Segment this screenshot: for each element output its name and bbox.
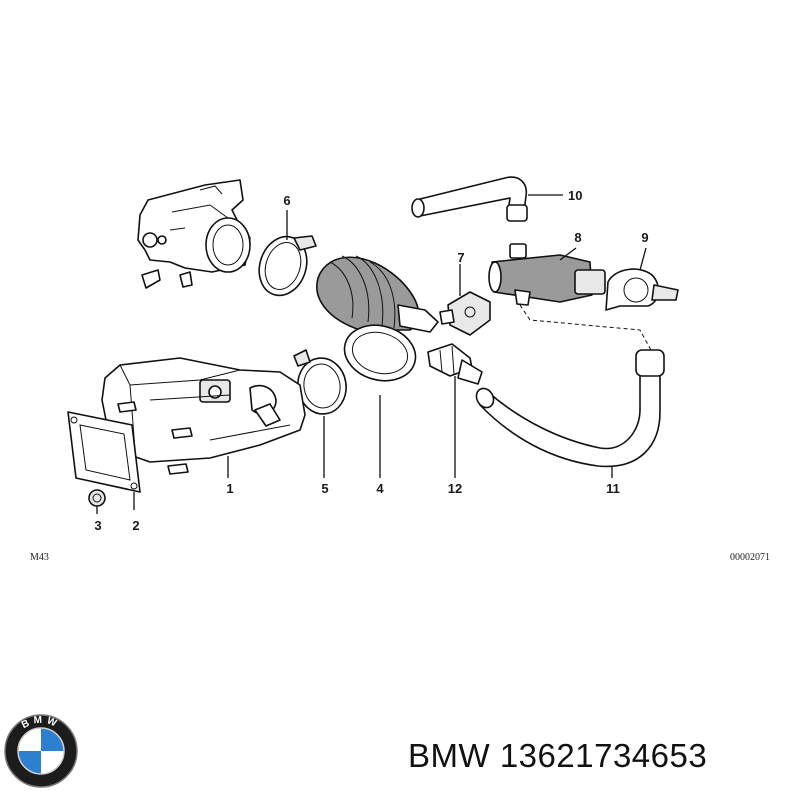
idle-control-valve-8 (488, 243, 606, 306)
vent-hose-10 (411, 176, 528, 222)
callout-7: 7 (457, 250, 464, 265)
callout-2: 2 (132, 518, 139, 533)
bmw-logo-icon: BMW (4, 714, 78, 788)
vent-hose-11 (475, 349, 665, 468)
bracket-7 (439, 291, 491, 336)
callout-8: 8 (574, 230, 581, 245)
drawing-number: 00002071 (730, 552, 770, 563)
leader-lines (96, 194, 647, 514)
valve-holder-9 (605, 268, 679, 311)
intake-boot-4 (316, 255, 439, 382)
brand-name: BMW (408, 737, 491, 774)
callout-11: 11 (606, 481, 620, 496)
brand-part-number: BMW 13621734653 (408, 737, 707, 775)
connection-line (519, 304, 653, 353)
hose-clamp-5 (293, 349, 347, 415)
callout-1: 1 (226, 481, 233, 496)
callout-12: 12 (448, 481, 462, 496)
connector-12 (427, 343, 483, 385)
callout-3: 3 (94, 518, 101, 533)
gasket-2 (67, 411, 141, 493)
callout-9: 9 (641, 230, 648, 245)
throttle-housing (137, 179, 251, 289)
air-mass-meter-1 (101, 357, 306, 475)
part-number: 13621734653 (499, 737, 708, 774)
hose-clamp-6 (258, 235, 317, 297)
callout-10: 10 (568, 188, 582, 203)
model-code: M43 (30, 552, 49, 563)
callout-6: 6 (283, 193, 290, 208)
callout-5: 5 (321, 481, 328, 496)
callout-4: 4 (376, 481, 384, 496)
nut-3 (88, 489, 106, 507)
